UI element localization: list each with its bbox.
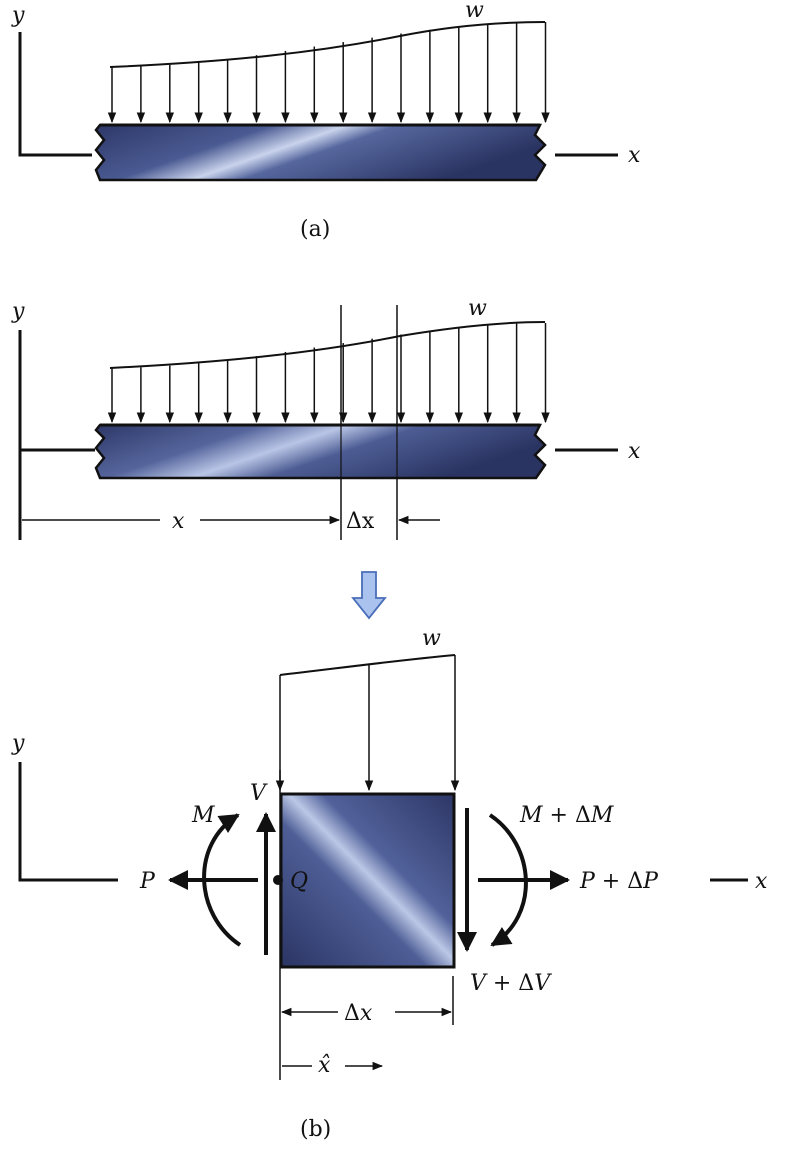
right-axial-label: P + ΔP: [579, 869, 659, 894]
panel-b-beam: y x w x Δx: [11, 296, 641, 540]
element-load-curve: [279, 654, 456, 676]
panel-b-load-curve: [109, 321, 546, 369]
free-body-element: [279, 792, 456, 969]
element-axes: [18, 762, 118, 882]
point-q-label: Q: [290, 869, 308, 894]
local-coord-label: x̂: [318, 1053, 331, 1078]
width-label: Δx: [344, 1001, 373, 1026]
down-arrow-icon: [351, 571, 387, 620]
panel-a-load-label: w: [465, 0, 484, 23]
panel-a-x-label: x: [628, 143, 641, 168]
element-x-label: x: [755, 869, 768, 894]
panel-b-beam-shape: [94, 423, 547, 480]
panel-b-element: y x w V M P Q V + ΔV M + ΔM P + ΔP: [11, 626, 768, 1142]
panel-a-load-arrows: [107, 22, 550, 124]
panel-a-caption: (a): [300, 217, 330, 242]
element-y-label: y: [11, 731, 25, 756]
left-shear-label: V: [250, 781, 268, 806]
panel-a-beam: [94, 123, 547, 182]
dim-dx-label: Δx: [346, 509, 375, 534]
panel-b-x-label: x: [628, 439, 641, 464]
panel-b-caption: (b): [300, 1117, 331, 1142]
dim-x-label: x: [172, 509, 185, 534]
point-q: [273, 875, 283, 885]
panel-a: y x w (a): [11, 0, 641, 242]
left-moment-label: M: [191, 803, 215, 828]
panel-a-axes: [18, 32, 92, 157]
right-shear-label: V + ΔV: [470, 971, 552, 996]
panel-b-load-arrows: [107, 323, 550, 424]
panel-a-y-label: y: [11, 3, 25, 28]
right-moment-label: M + ΔM: [519, 803, 614, 828]
panel-a-load-curve: [109, 21, 546, 68]
element-load-label: w: [422, 626, 441, 651]
panel-b-y-label: y: [11, 299, 25, 324]
panel-b-load-label: w: [468, 296, 487, 321]
left-axial-label: P: [139, 869, 156, 894]
